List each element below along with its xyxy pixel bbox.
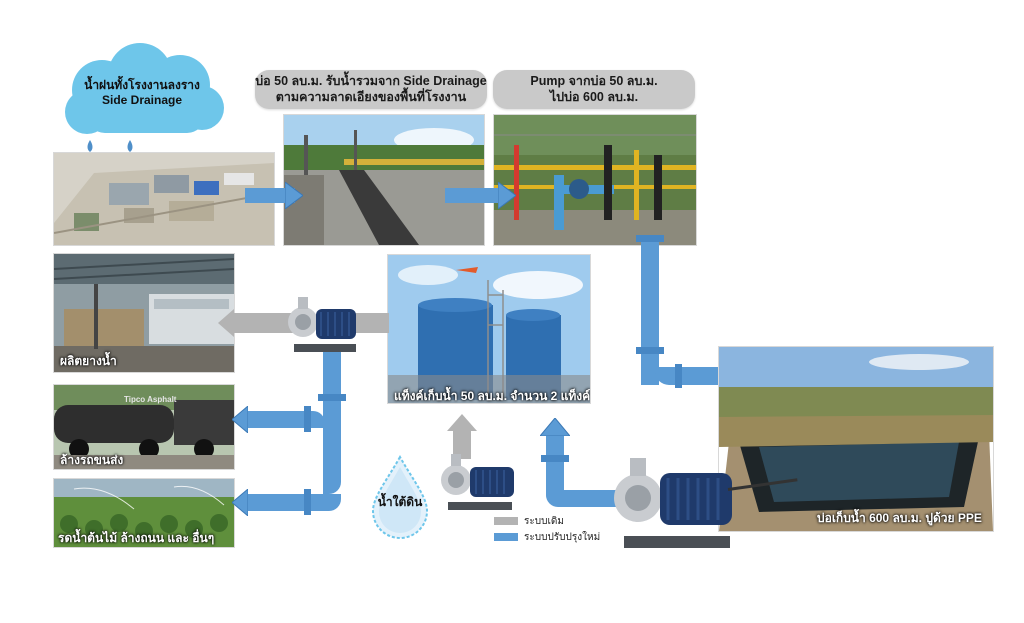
transfer-pump-1 <box>286 292 362 356</box>
pump-icon <box>614 458 732 548</box>
pipe-flange <box>318 394 346 401</box>
pipe-factory-to-drainage <box>245 188 295 203</box>
rain-cloud: น้ำฝนทั้งโรงงานลงราง Side Drainage <box>62 40 230 165</box>
pond-label: บ่อเก็บน้ำ 600 ลบ.ม. ปูด้วย PPE <box>817 511 982 525</box>
legend: ระบบเดิม ระบบปรับปรุงใหม่ <box>494 514 634 544</box>
pump-icon <box>288 297 356 352</box>
arrow-right-icon <box>498 182 516 209</box>
new-pipe-to-watering <box>245 494 341 511</box>
new-pipe-pond-horizontal <box>546 490 626 507</box>
groundwater-label: น้ำใต้ดิน <box>377 495 423 509</box>
groundwater-pump <box>438 452 518 514</box>
watering-photo: รดน้ำต้นไม้ ล้างถนน และ อื่นๆ <box>53 478 235 548</box>
pipe-flange <box>304 406 311 432</box>
legend-swatch-old <box>494 517 518 525</box>
pipe-flange <box>541 455 569 462</box>
step2-description: Pump จากบ่อ 50 ลบ.ม. ไปบ่อ 600 ลบ.ม. <box>493 70 695 109</box>
drainage-photo <box>283 114 485 246</box>
production-photo: ผลิตยางน้ำ <box>53 253 235 373</box>
pipe-flange <box>636 235 664 242</box>
groundwater-drop: น้ำใต้ดิน <box>367 455 433 540</box>
pond-photo: บ่อเก็บน้ำ 600 ลบ.ม. ปูด้วย PPE <box>718 346 994 532</box>
new-pipe-pond-up <box>546 436 564 506</box>
pipe-drainage-to-pump <box>445 188 500 203</box>
pipe-flange <box>675 364 682 388</box>
arrow-right-icon <box>285 182 303 209</box>
old-pipe-to-production <box>233 313 298 333</box>
tank-label: แท็งค์เก็บน้ำ 50 ลบ.ม. จำนวน 2 แท็งค์ <box>394 389 591 403</box>
legend-swatch-new <box>494 533 518 541</box>
truck-sign: Tipco Asphalt <box>124 395 177 404</box>
water-drop-icon <box>371 455 429 539</box>
arrow-left-icon <box>232 406 248 433</box>
legend-new-label: ระบบปรับปรุงใหม่ <box>524 532 601 543</box>
pipe-flange <box>304 489 311 515</box>
arrow-left-icon <box>218 309 234 337</box>
truck-wash-photo: Tipco Asphalt ล้างรถขนส่ง <box>53 384 235 470</box>
pond-pump <box>612 448 734 553</box>
pipe-pump-to-pond-vertical <box>641 235 659 385</box>
step1-description: บ่อ 50 ลบ.ม. รับน้ำรวมจาก Side Drainage … <box>255 70 487 109</box>
new-pipe-trunk <box>323 352 341 494</box>
pipe-flange <box>636 347 664 354</box>
cloud-text: น้ำฝนทั้งโรงงานลงราง Side Drainage <box>84 78 200 107</box>
arrow-left-icon <box>232 489 248 516</box>
new-pipe-to-truck-wash <box>245 411 325 428</box>
pump-station-photo <box>493 114 697 246</box>
tank-photo: แท็งค์เก็บน้ำ 50 ลบ.ม. จำนวน 2 แท็งค์ <box>387 254 591 404</box>
old-pipe-up-to-tank <box>453 429 471 459</box>
arrow-up-icon <box>540 418 570 436</box>
truck-wash-label: ล้างรถขนส่ง <box>60 453 124 467</box>
watering-label: รดน้ำต้นไม้ ล้างถนน และ อื่นๆ <box>58 531 215 545</box>
factory-aerial-photo <box>53 152 275 246</box>
arrow-up-icon <box>447 414 477 431</box>
legend-old-label: ระบบเดิม <box>524 516 564 527</box>
pump-icon <box>441 454 514 510</box>
old-pipe-from-tank <box>355 313 389 333</box>
production-label: ผลิตยางน้ำ <box>60 354 117 368</box>
